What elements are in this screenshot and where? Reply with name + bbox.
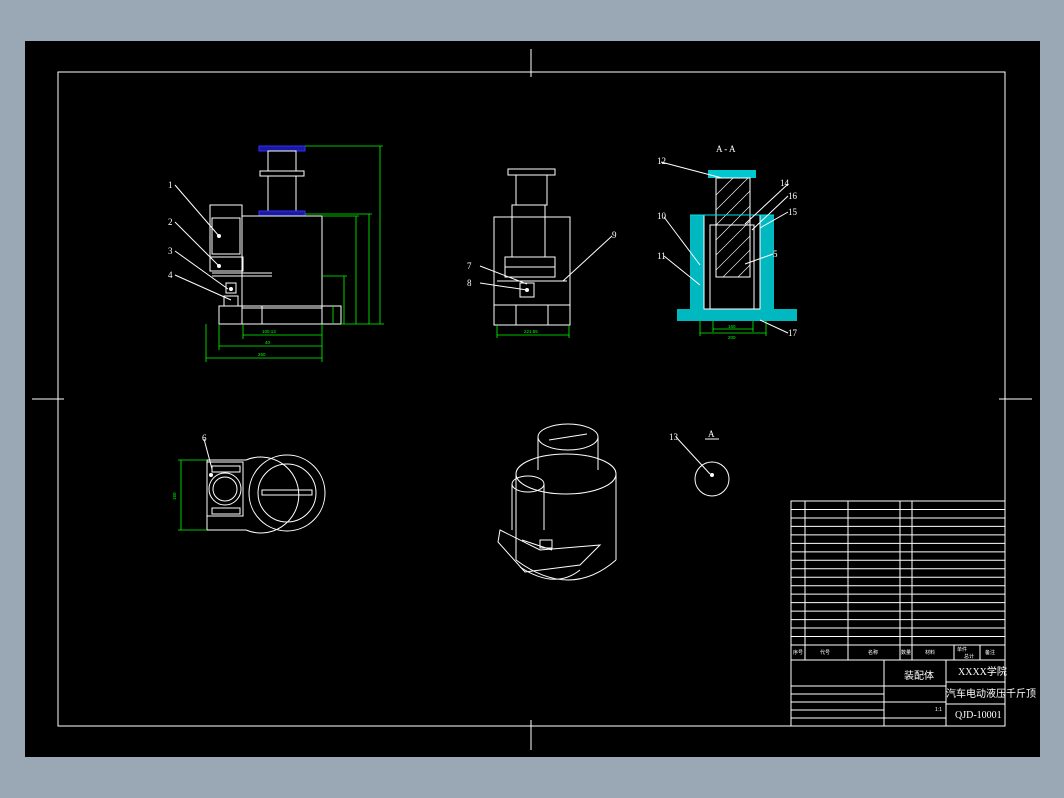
- center-marks: [32, 49, 1032, 750]
- section-view: A - A 160 200: [677, 144, 797, 340]
- label-3: 3: [168, 246, 173, 256]
- label-13: 13: [669, 432, 679, 442]
- label-4: 4: [168, 270, 173, 280]
- label-12: 12: [657, 156, 666, 166]
- svg-text:A: A: [708, 429, 715, 439]
- assembly-label: 装配体: [904, 669, 934, 682]
- label-7: 7: [467, 261, 472, 271]
- isometric-view: [497, 423, 617, 581]
- scale-value: 1:1: [935, 707, 942, 713]
- header-material: 材料: [925, 649, 935, 656]
- leader-lines: [174, 161, 789, 475]
- svg-text:100.13: 100.13: [262, 329, 276, 334]
- label-17: 17: [788, 328, 798, 338]
- top-view: 160: [172, 454, 326, 534]
- label-2: 2: [168, 217, 173, 227]
- header-code: 代号: [820, 649, 830, 656]
- header-name: 名称: [868, 649, 878, 656]
- header-seq: 序号: [793, 649, 803, 656]
- svg-text:A - A: A - A: [716, 144, 736, 154]
- school-name: XXXX学院: [958, 665, 1007, 678]
- svg-text:221.55: 221.55: [524, 329, 538, 334]
- drawing-number: QJD-10001: [955, 710, 1002, 721]
- svg-text:160: 160: [728, 324, 736, 329]
- header-remark: 备注: [985, 649, 995, 656]
- svg-text:200: 200: [728, 335, 736, 340]
- label-9: 9: [612, 230, 617, 240]
- svg-text:160: 160: [172, 492, 177, 500]
- svg-text:40: 40: [265, 340, 271, 345]
- side-view: 221.55: [493, 168, 571, 338]
- header-unit: 单件: [957, 646, 967, 653]
- label-10: 10: [657, 211, 667, 221]
- label-15: 15: [788, 207, 798, 217]
- title-block: 序号 代号 名称 数量 材料 单件 总计 备注 XXXX学院 装配体 汽车电动液…: [790, 500, 1036, 727]
- label-5: 5: [773, 249, 778, 259]
- project-name: 汽车电动液压千斤顶: [946, 687, 1036, 700]
- svg-text:260: 260: [258, 352, 266, 357]
- label-16: 16: [788, 191, 798, 201]
- label-8: 8: [467, 278, 472, 288]
- header-qty: 数量: [901, 649, 911, 656]
- label-14: 14: [780, 178, 790, 188]
- label-6: 6: [202, 433, 207, 443]
- label-11: 11: [657, 251, 666, 261]
- detail-view: A: [694, 429, 730, 497]
- header-total: 总计: [964, 653, 974, 660]
- part-labels: 1 2 3 4 5 6 7 8 9 10 11 12 13 14 15 16 1…: [168, 156, 798, 443]
- label-1: 1: [168, 180, 173, 190]
- front-view: 100.13 40 260: [205, 145, 384, 362]
- drawing-sheet: [25, 41, 1040, 757]
